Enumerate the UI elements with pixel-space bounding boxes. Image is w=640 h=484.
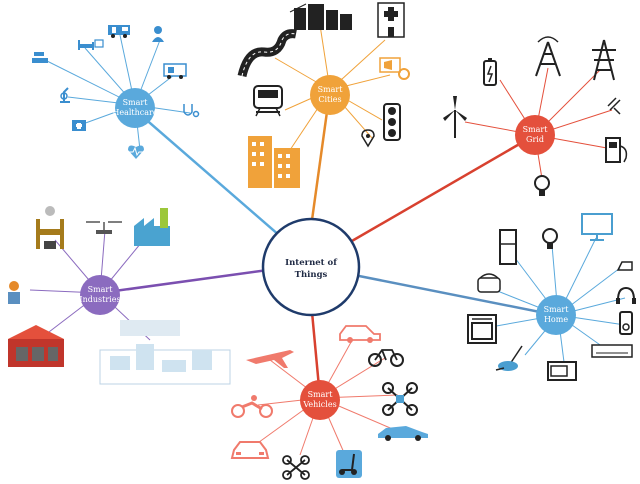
city-buildings-icon — [248, 136, 300, 188]
hospital-bed-icon — [78, 40, 94, 50]
ambulance-icon — [163, 63, 187, 79]
vehicles-line1: Smart — [308, 390, 334, 399]
hospital-building-icon — [377, 2, 405, 38]
megaphone-gear-icon — [379, 57, 410, 80]
vehicles-icons — [230, 325, 428, 480]
vehicles-line2: Vehicles — [302, 400, 336, 409]
node-industries: Smart Industries — [79, 275, 121, 315]
cities-line2: Cities — [318, 95, 341, 104]
cities-line1: Smart — [318, 85, 344, 94]
industries-line1: Smart — [88, 285, 114, 294]
sports-car-icon — [378, 426, 428, 441]
traffic-light-icon — [383, 103, 401, 141]
worker-icon — [8, 281, 20, 304]
healthcare-line2: Healthcare — [112, 108, 157, 117]
link-grid — [344, 133, 536, 247]
road-icon — [237, 29, 297, 78]
warehouse-icon — [8, 325, 64, 367]
rice-cooker-icon — [477, 273, 501, 293]
television-icon — [581, 213, 613, 241]
healthcare-line1: Smart — [123, 98, 149, 107]
airplane-icon — [246, 350, 294, 368]
xray-machine-icon — [32, 52, 48, 63]
stethoscope-icon — [183, 104, 200, 118]
wind-turbine-icon — [443, 96, 467, 138]
music-player-icon — [619, 311, 633, 335]
home-line2: Home — [544, 315, 568, 324]
car-front-icon — [230, 441, 270, 459]
vacuum-cleaner-icon — [495, 345, 523, 371]
plug-icon — [607, 97, 621, 115]
cities-icons — [237, 2, 410, 188]
motorbike-icon — [231, 395, 273, 418]
ev-charger-icon — [605, 137, 628, 163]
link-home — [353, 273, 556, 317]
center-label-line2: Things — [295, 270, 328, 280]
first-aid-kit-icon — [72, 120, 86, 131]
link-industries — [99, 268, 269, 295]
node-healthcare: Smart Healthcare — [112, 88, 158, 128]
heartbeat-icon — [128, 145, 144, 159]
factory-icon — [134, 208, 170, 246]
headphones-icon — [616, 286, 636, 304]
light-bulb-icon — [534, 175, 550, 196]
node-home: Smart Home — [536, 295, 576, 335]
quadcopter-icon — [282, 455, 310, 480]
pipeline-valve-icon — [36, 206, 64, 249]
industries-line2: Industries — [79, 295, 120, 304]
iron-icon — [616, 261, 633, 271]
home-line1: Smart — [544, 305, 570, 314]
oven-icon — [467, 314, 497, 344]
home-icons — [467, 213, 636, 381]
power-pylon-icon — [592, 39, 616, 81]
ambulance-van-icon — [108, 25, 130, 38]
car-top-icon — [339, 325, 381, 343]
grid-line1: Smart — [523, 125, 549, 134]
microwave-icon — [547, 361, 577, 381]
drone-icon — [382, 382, 418, 416]
lamp-icon — [542, 228, 558, 249]
node-grid: Smart Grid — [515, 115, 555, 155]
healthcare-spokes — [44, 34, 191, 151]
industries-icons — [8, 206, 231, 385]
grid-icons — [443, 36, 628, 196]
location-pin-icon — [361, 129, 375, 148]
skyscrapers-icon — [289, 3, 352, 30]
air-conditioner-icon — [591, 344, 633, 358]
center-node: Internet of Things — [261, 217, 361, 317]
battery-icon — [483, 58, 497, 86]
train-icon — [253, 85, 283, 117]
drone-icon — [86, 221, 122, 234]
node-vehicles: Smart Vehicles — [300, 380, 340, 420]
scooter-icon — [336, 450, 362, 478]
grid-line2: Grid — [526, 135, 544, 144]
healthcare-icons — [32, 25, 200, 159]
refrigerator-icon — [499, 229, 517, 265]
cell-tower-icon — [535, 36, 561, 77]
nurse-icon — [152, 26, 164, 42]
bicycle-icon — [368, 349, 404, 367]
microscope-icon — [60, 87, 70, 103]
center-label-line1: Internet of — [285, 258, 338, 268]
node-cities: Smart Cities — [310, 75, 350, 115]
assembly-line-icon — [99, 320, 231, 385]
monitor-icon — [94, 39, 104, 48]
